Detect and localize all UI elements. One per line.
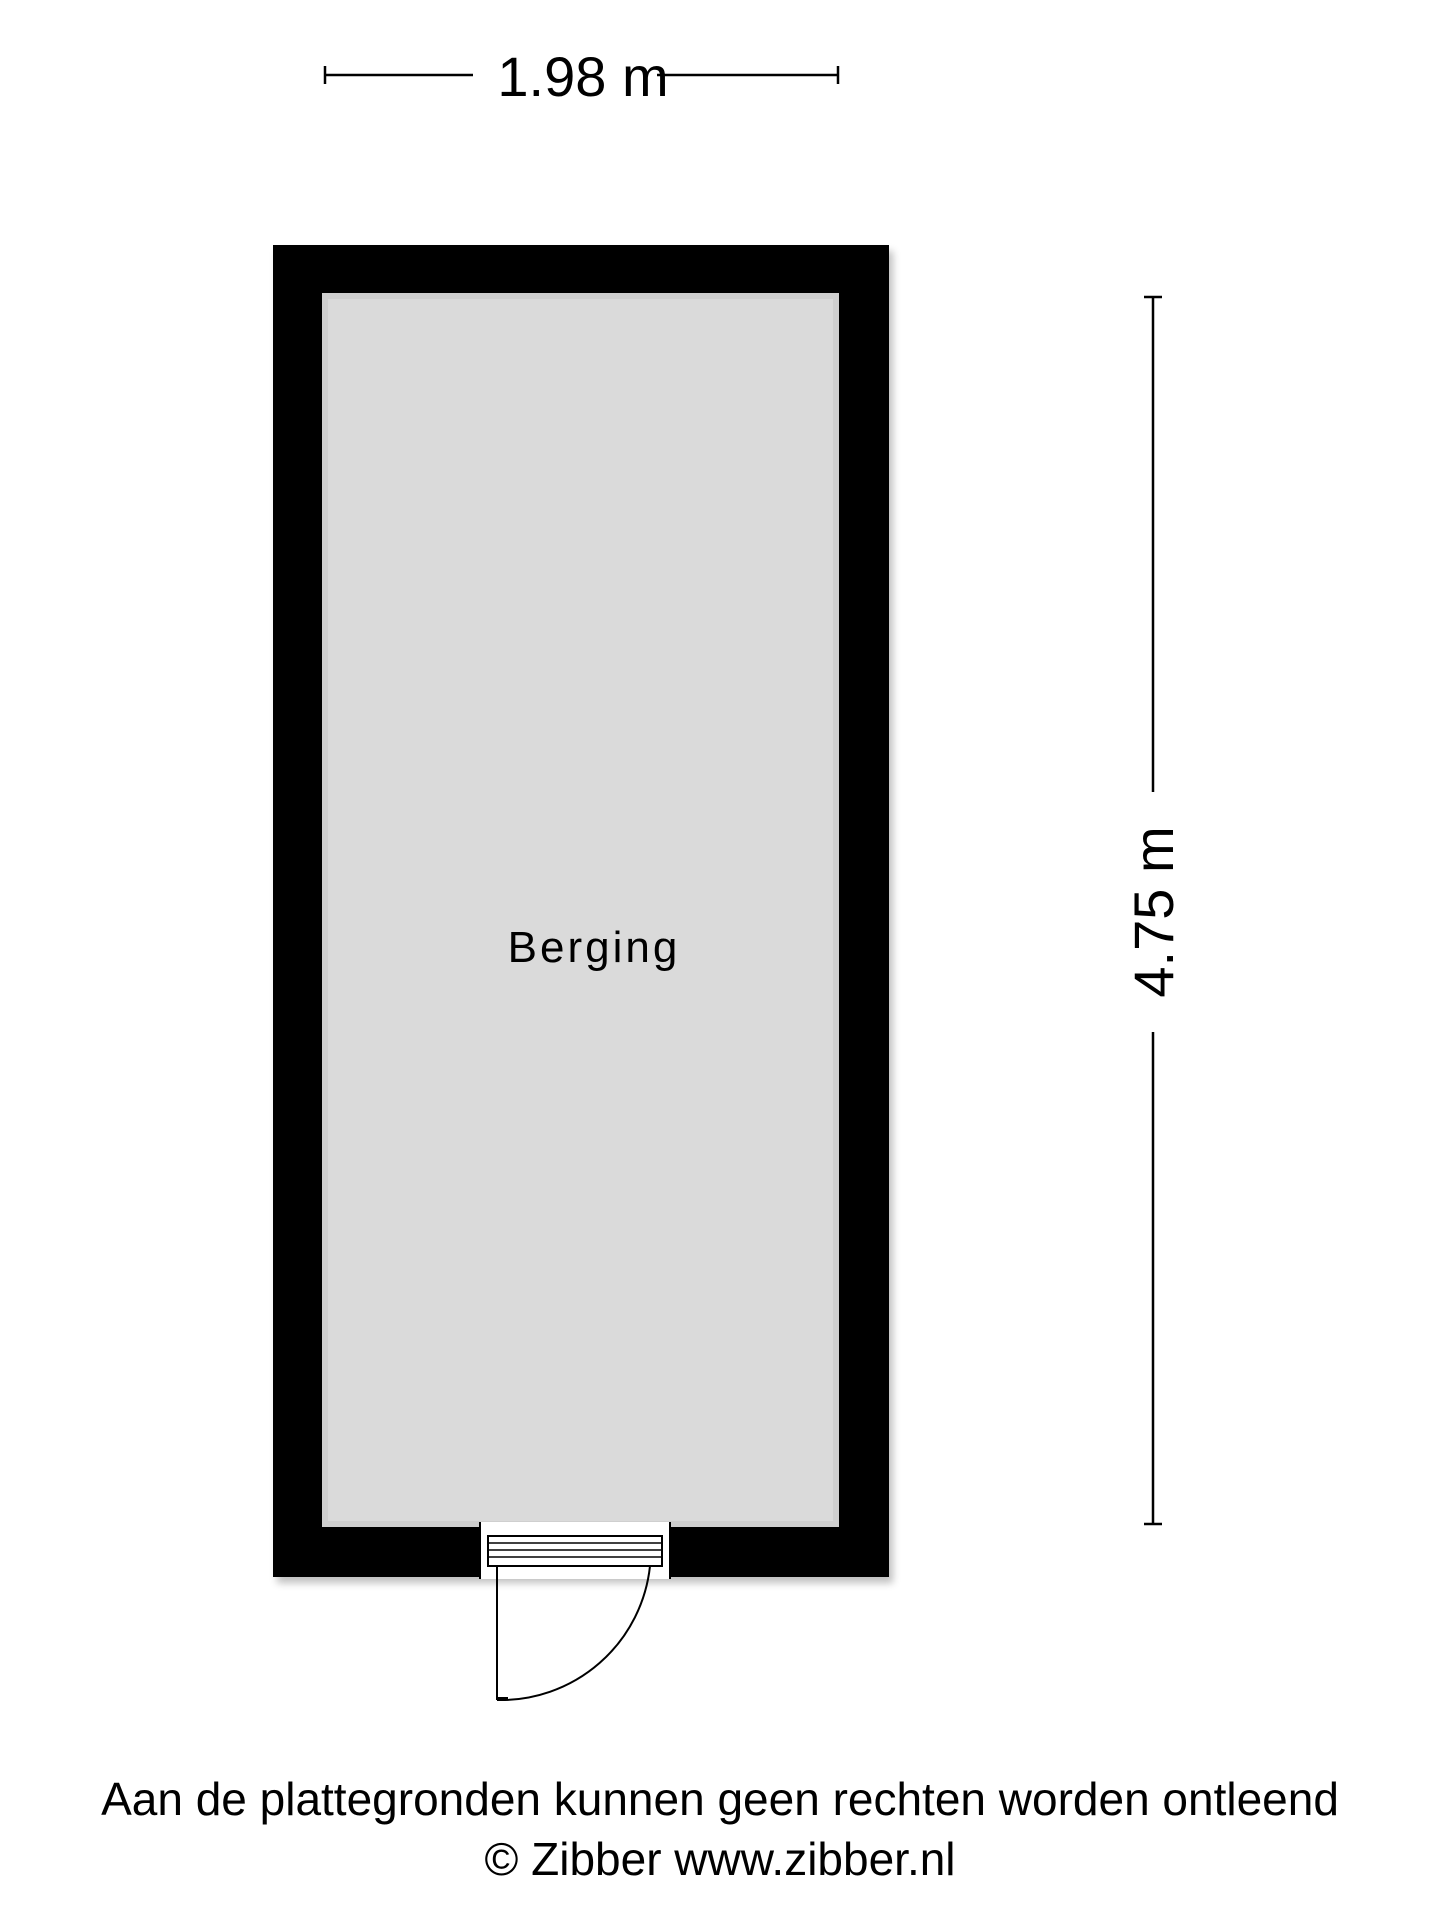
width-dimension-label: 1.98 m — [497, 45, 668, 108]
height-dimension-label: 4.75 m — [1122, 826, 1185, 997]
height-dimension: 4.75 m — [1122, 295, 1185, 1526]
room-floor-berging — [325, 296, 836, 1524]
footer-disclaimer: Aan de plattegronden kunnen geen rechten… — [101, 1773, 1339, 1825]
room-label-berging: Berging — [508, 923, 681, 972]
door — [479, 1522, 671, 1702]
door-swing-arc — [496, 1565, 651, 1702]
width-dimension: 1.98 m — [323, 45, 840, 108]
door-threshold — [487, 1535, 663, 1567]
footer-credit: © Zibber www.zibber.nl — [484, 1833, 956, 1885]
